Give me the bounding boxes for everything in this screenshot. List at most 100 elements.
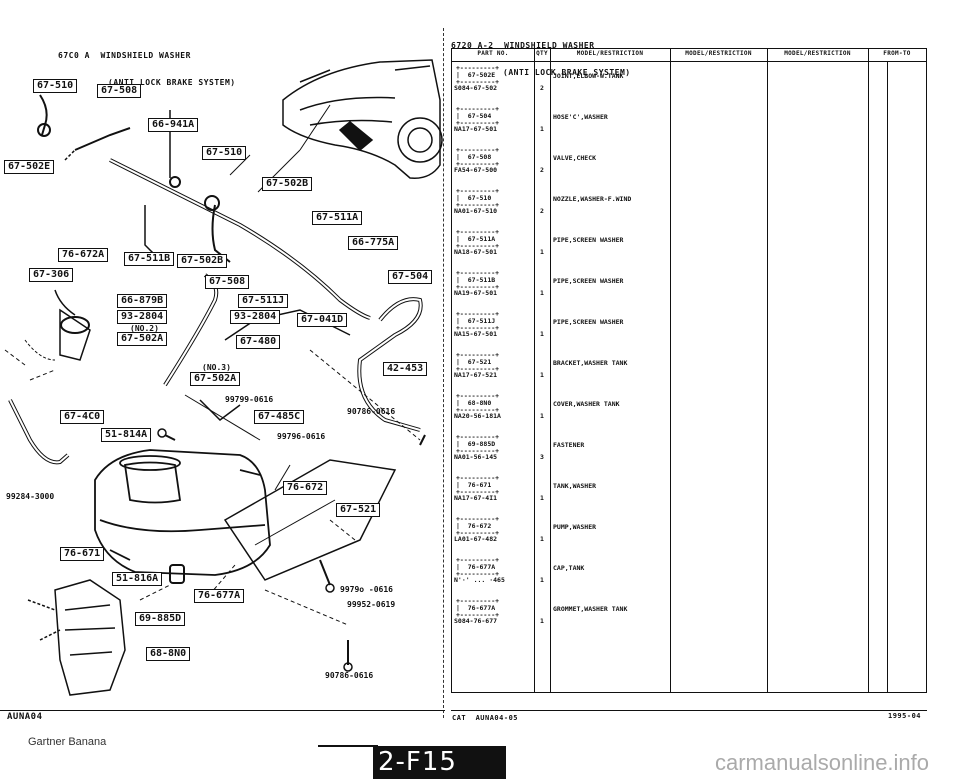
- callout-76-671: 76-671: [60, 547, 105, 561]
- table-row: +---------+ | 76-677A +---------+N'·' ..…: [452, 557, 672, 597]
- part-description: GROMMET,WASHER TANK: [553, 605, 628, 613]
- table-row: +---------+ | 67-508 +---------+FA54-67-…: [452, 147, 672, 187]
- exploded-parts-diagram: [4, 59, 443, 696]
- callout-68-8n0: 68-8N0: [146, 647, 191, 661]
- part-number: LA01-67-482: [454, 535, 498, 543]
- callout-76-672a: 76-672A: [58, 248, 109, 262]
- part-ref-box: +---------+ | 67-511B +---------+: [456, 269, 500, 291]
- callout-66-879b: 66-879B: [117, 294, 168, 308]
- table-header-row: PART NO. QTY MODEL/RESTRICTION MODEL/RES…: [452, 49, 926, 62]
- quantity: 1: [540, 617, 544, 625]
- part-description: PIPE,SCREEN WASHER: [553, 318, 624, 326]
- part-number: S084-67-502: [454, 84, 498, 92]
- quantity: 1: [540, 412, 544, 420]
- part-ref-box: +---------+ | 67-511J +---------+: [456, 310, 500, 332]
- part-ref: 67-504: [467, 112, 492, 120]
- quantity: 1: [540, 125, 544, 133]
- callout-67-508b: 67-508: [205, 275, 250, 289]
- callout-93-2804b: 93-2804: [230, 310, 281, 324]
- part-99284-3000: 99284-3000: [6, 492, 55, 501]
- part-ref: 76-677A: [467, 604, 496, 612]
- left-footer-code: AUNA04: [7, 712, 43, 722]
- part-number: NA01-56-145: [454, 453, 498, 461]
- part-description: PIPE,SCREEN WASHER: [553, 277, 624, 285]
- table-row: +---------+ | 67-511A +---------+NA18-67…: [452, 229, 672, 269]
- part-99952-0619: 99952-0619: [347, 600, 396, 609]
- part-ref-box: +---------+ | 67-510 +---------+: [456, 187, 500, 209]
- callout-42-453: 42-453: [383, 362, 428, 376]
- part-description: BRACKET,WASHER TANK: [553, 359, 628, 367]
- quantity: 2: [540, 166, 544, 174]
- page-tab-line: [318, 745, 378, 747]
- part-description: TANK,WASHER: [553, 482, 597, 490]
- part-description: FASTENER: [553, 441, 585, 449]
- part-ref: 69-885D: [467, 440, 496, 448]
- part-description: CAP,TANK: [553, 564, 585, 572]
- right-page-header: 6720 A-2 WINDSHIELD WASHER (ANTI LOCK BR…: [451, 23, 631, 86]
- callout-67-510b: 67-510: [202, 146, 247, 160]
- callout-67-502a-2: 67-502A: [190, 372, 241, 386]
- quantity: 1: [540, 494, 544, 502]
- quantity: 1: [540, 248, 544, 256]
- callout-67-485c: 67-485C: [254, 410, 305, 424]
- car-front-sketch: [282, 59, 443, 179]
- callout-51-816a: 51-816A: [112, 572, 163, 586]
- part-99799-0616: 99799-0616: [225, 395, 274, 404]
- quantity: 1: [540, 330, 544, 338]
- callout-67-502b: 67-502B: [262, 177, 313, 191]
- callout-67-511j: 67-511J: [238, 294, 289, 308]
- callout-67-502e: 67-502E: [4, 160, 55, 174]
- part-90786-0616-b: 90786-0616: [325, 671, 374, 680]
- left-footer-rule: [0, 710, 445, 711]
- part-90786-0616-a: 90786-0616: [347, 407, 396, 416]
- right-header-line1: 6720 A-2 WINDSHIELD WASHER: [451, 41, 595, 50]
- page-number-bar: [373, 746, 506, 779]
- quantity: 1: [540, 371, 544, 379]
- issue-date: 1995-04: [888, 712, 922, 720]
- col-header-from-to: FROM-TO: [883, 50, 911, 57]
- table-row: +---------+ | 68-8N0 +---------+NA20-56-…: [452, 393, 672, 433]
- table-row: +---------+ | 67-511J +---------+NA15-67…: [452, 311, 672, 351]
- part-ref-box: +---------+ | 67-504 +---------+: [456, 105, 500, 127]
- part-ref-box: +---------+ | 76-677A +---------+: [456, 597, 500, 619]
- left-header-line2: (ANTI LOCK BRAKE SYSTEM): [108, 78, 236, 87]
- table-row: +---------+ | 69-885D +---------+NA01-56…: [452, 434, 672, 474]
- callout-67-480: 67-480: [236, 335, 281, 349]
- part-ref-box: +---------+ | 69-885D +---------+: [456, 433, 500, 455]
- part-number: NA01-67-510: [454, 207, 498, 215]
- col-header-qty: QTY: [536, 50, 548, 57]
- part-ref: 67-521: [467, 358, 492, 366]
- left-page-header: 67C0 A WINDSHIELD WASHER (ANTI LOCK BRAK…: [58, 33, 236, 96]
- part-number: NA19-67-501: [454, 289, 498, 297]
- catalog-code: CAT AUNA04-05: [452, 714, 519, 722]
- callout-93-2804a: 93-2804: [117, 310, 168, 324]
- part-description: HOSE'C',WASHER: [553, 113, 608, 121]
- table-row: +---------+ | 67-511B +---------+NA19-67…: [452, 270, 672, 310]
- part-ref: 67-510: [467, 194, 492, 202]
- col-divider-3: [670, 49, 671, 692]
- callout-67-4c0: 67-4C0: [60, 410, 105, 424]
- callout-67-508: 67-508: [97, 84, 142, 98]
- quantity: 1: [540, 576, 544, 584]
- callout-67-041d: 67-041D: [297, 313, 348, 327]
- part-ref: 76-671: [467, 481, 492, 489]
- table-row: +---------+ | 76-671 +---------+NA17-67-…: [452, 475, 672, 515]
- quantity: 3: [540, 453, 544, 461]
- table-row: +---------+ | 76-672 +---------+LA01-67-…: [452, 516, 672, 556]
- part-description: VALVE,CHECK: [553, 154, 597, 162]
- part-ref-box: +---------+ | 76-671 +---------+: [456, 474, 500, 496]
- part-description: COVER,WASHER TANK: [553, 400, 620, 408]
- page-number: 2-F15: [378, 747, 457, 777]
- left-header-line1: 67C0 A WINDSHIELD WASHER: [58, 51, 191, 60]
- callout-66-775a: 66-775A: [348, 236, 399, 250]
- quantity: 2: [540, 84, 544, 92]
- col-header-model-3: MODEL/RESTRICTION: [784, 50, 851, 57]
- part-ref: 67-502E: [467, 71, 496, 79]
- part-ref: 76-677A: [467, 563, 496, 571]
- part-ref-box: +---------+ | 67-502E +---------+: [456, 64, 500, 86]
- col-divider-6: [887, 61, 888, 692]
- table-row: +---------+ | 67-521 +---------+NA17-67-…: [452, 352, 672, 392]
- callout-67-510: 67-510: [33, 79, 78, 93]
- right-header-line2: (ANTI LOCK BRAKE SYSTEM): [503, 68, 631, 77]
- quantity: 1: [540, 289, 544, 297]
